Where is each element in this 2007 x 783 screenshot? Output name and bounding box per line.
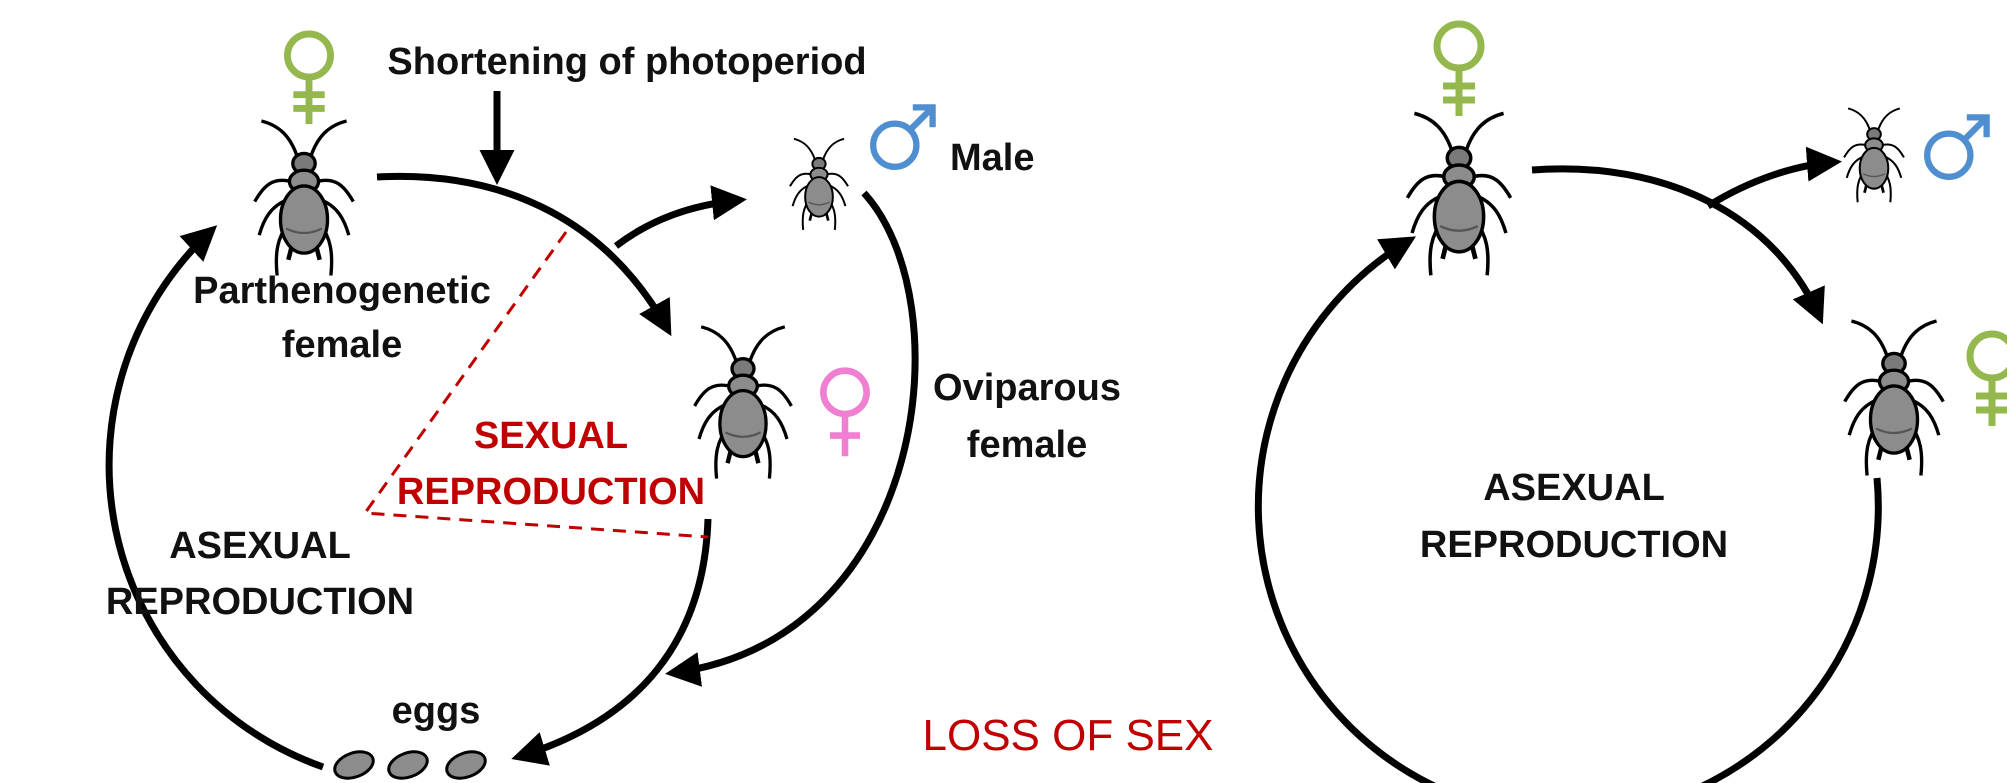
right-female-symbol-icon [1437, 24, 1481, 116]
male-label: Male [950, 137, 1034, 179]
to-male-arrow [616, 200, 740, 246]
right-asexual-loop-arrow [1258, 240, 1878, 783]
male-aphid-icon [790, 139, 848, 230]
male-to-eggs-arrow [672, 193, 915, 673]
egg-icon [331, 747, 377, 783]
oviparous-to-eggs-arrow [518, 519, 708, 757]
parthenogenetic-label-line2: female [282, 324, 402, 366]
parthenogenetic-label-line1: Parthenogenetic [193, 270, 491, 312]
right-parthenogenetic-female-aphid-icon [1407, 113, 1510, 275]
oviparous-female-symbol-icon [823, 371, 866, 457]
right-to-male-arrow [1708, 162, 1835, 206]
egg-icon [443, 747, 489, 783]
sexual-reproduction-label-line2: REPRODUCTION [397, 471, 705, 513]
female-symbol-icon [287, 34, 330, 124]
right-to-female-arrow [1532, 169, 1820, 318]
asexual-reproduction-label-line1: ASEXUAL [169, 525, 351, 567]
right-asexual-reproduction-label-line1: ASEXUAL [1483, 467, 1665, 509]
loss-of-sex-label: LOSS OF SEX [923, 711, 1214, 760]
right-asexual-reproduction-label-line2: REPRODUCTION [1420, 524, 1728, 566]
right-male-aphid-icon [1844, 108, 1904, 202]
right-female-aphid-icon [1845, 321, 1944, 476]
photoperiod-label: Shortening of photoperiod [387, 41, 866, 83]
sexual-reproduction-label-line1: SEXUAL [474, 415, 628, 457]
male-symbol-icon [873, 107, 932, 166]
right-female-symbol-partial-icon [1970, 334, 2007, 426]
oviparous-label-line1: Oviparous [933, 367, 1121, 409]
right-male-symbol-icon [1927, 117, 1986, 176]
oviparous-female-aphid-icon [695, 327, 792, 479]
asexual-reproduction-label-line2: REPRODUCTION [106, 581, 414, 623]
oviparous-label-line2: female [967, 424, 1087, 466]
parthenogenetic-female-aphid-icon [255, 121, 354, 276]
eggs-label: eggs [392, 690, 481, 732]
egg-icon [385, 747, 431, 783]
